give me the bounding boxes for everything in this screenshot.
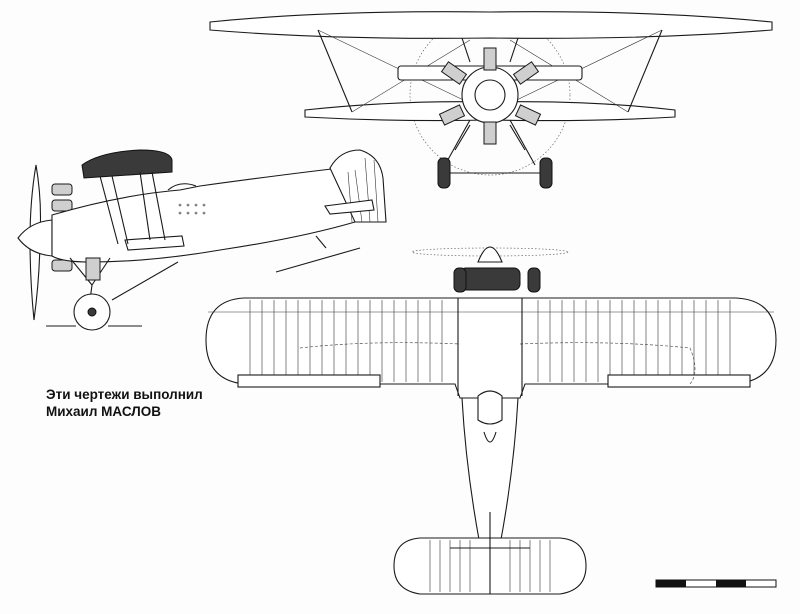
- engine-cylinders-front: [438, 47, 542, 145]
- wing-ribs: [208, 300, 774, 382]
- front-view: [209, 11, 773, 189]
- caption-line-2: Михаил МАСЛОВ: [46, 404, 161, 419]
- side-view: [17, 149, 387, 331]
- top-view: [205, 246, 777, 595]
- caption-line-1: Эти чертежи выполнил: [46, 387, 203, 402]
- author-credit: Эти чертежи выполнил Михаил МАСЛОВ: [46, 386, 203, 420]
- scale-bar: [655, 579, 777, 588]
